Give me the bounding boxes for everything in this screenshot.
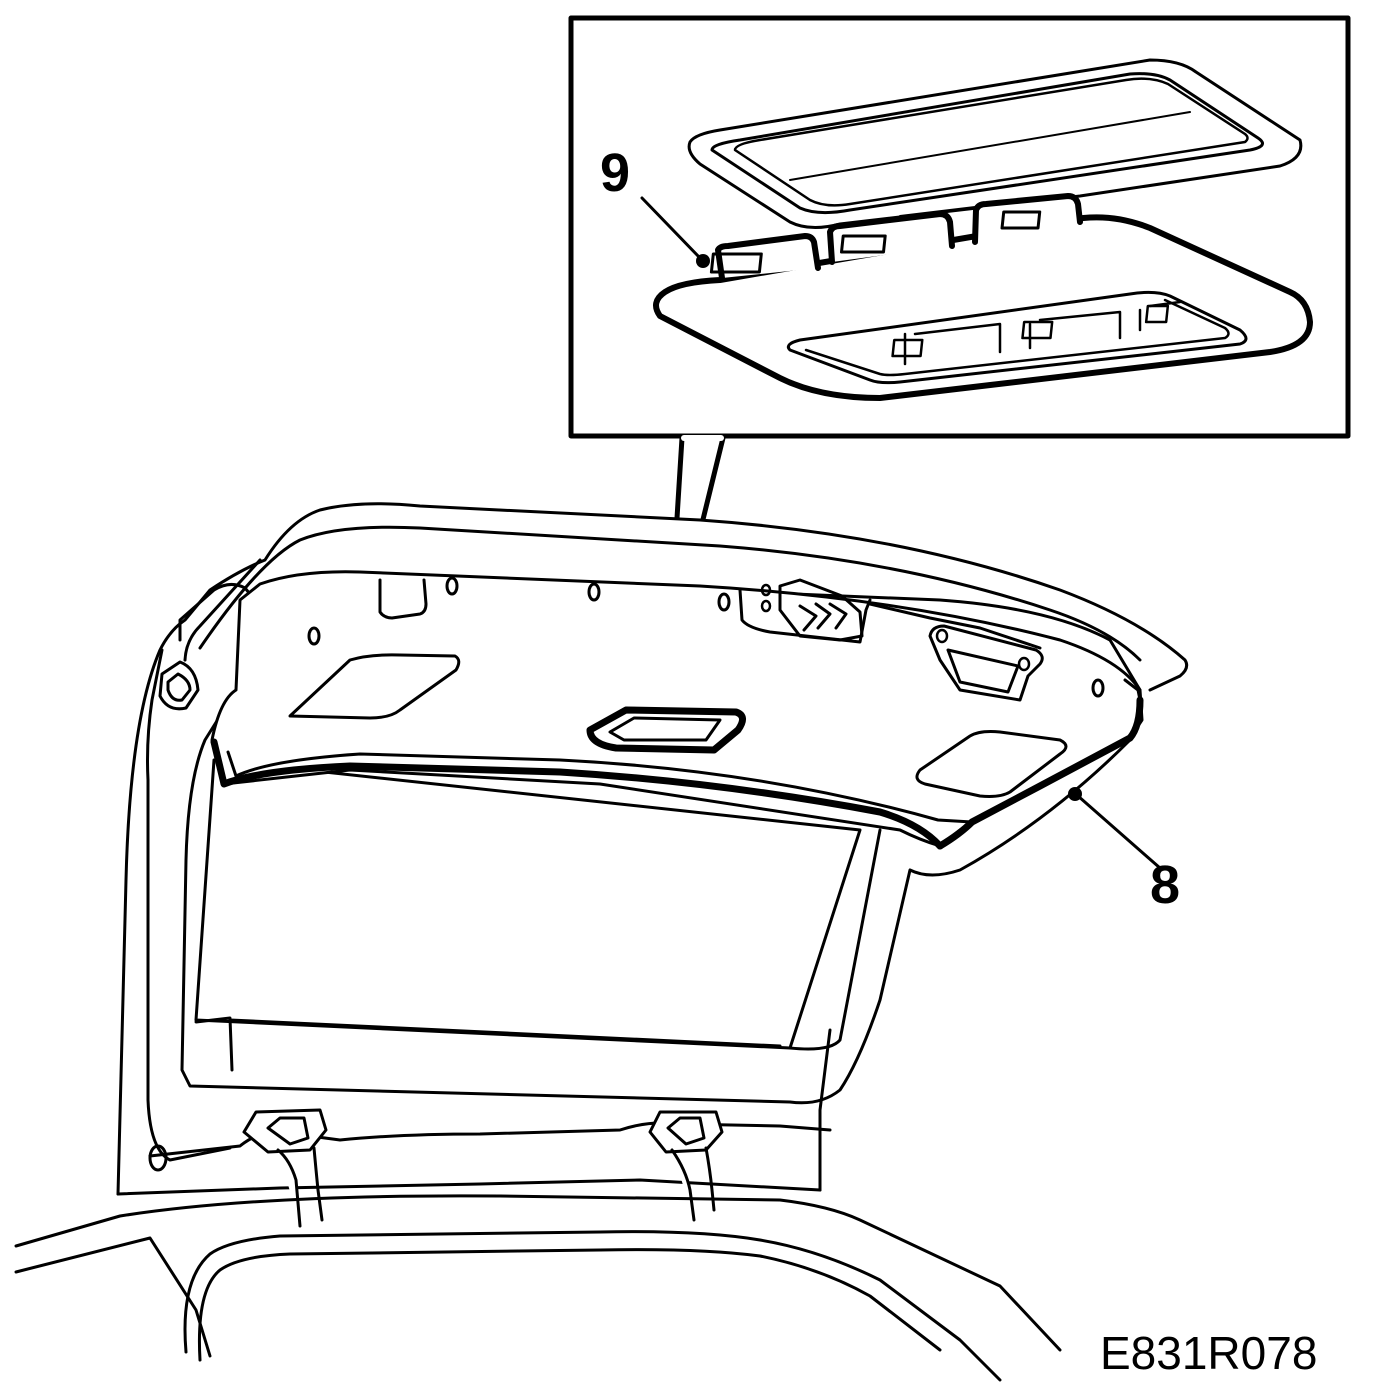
callout-label-9: 9 xyxy=(600,143,631,203)
inset-trim-opening xyxy=(687,58,1303,229)
figure-code: E831R078 xyxy=(1100,1327,1318,1379)
leader-line-8 xyxy=(1076,794,1162,870)
retaining-clips xyxy=(715,193,1083,281)
gas-strut-mounts xyxy=(242,1108,724,1228)
vehicle-body xyxy=(14,1194,1062,1352)
leader-line-9 xyxy=(640,196,702,260)
inset-detail xyxy=(568,15,1351,665)
callout-label-8: 8 xyxy=(1150,855,1181,915)
tailgate-view xyxy=(14,502,1189,1382)
